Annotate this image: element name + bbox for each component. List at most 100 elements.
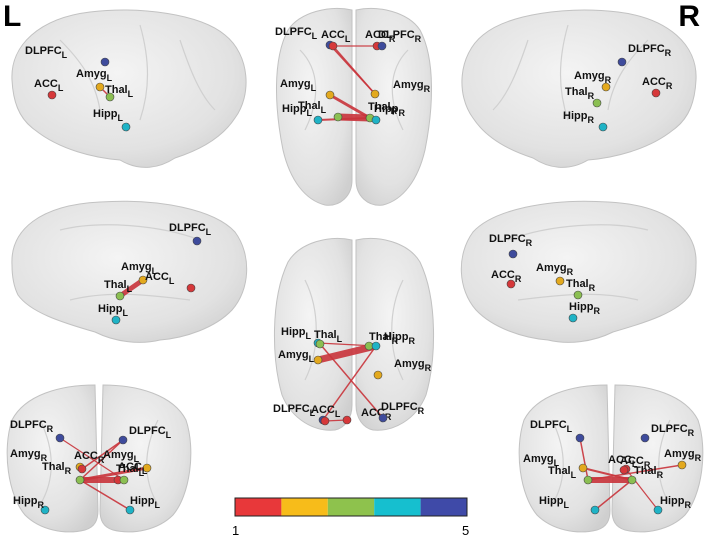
region-node-dlpfc [617, 57, 627, 67]
region-node-acc [320, 416, 330, 426]
region-label: HippL [282, 103, 312, 118]
region-node-amyg [578, 463, 588, 473]
connection-edge [117, 277, 146, 299]
region-node-hipp [590, 505, 600, 515]
sulcus-line [69, 293, 191, 301]
region-label: AmygR [10, 448, 48, 463]
region-label: HippR [660, 495, 691, 510]
region-label: DLPFCL [169, 222, 212, 237]
region-node-hipp [40, 505, 50, 515]
region-node-amyg [138, 275, 148, 285]
region-label: ThalR [565, 86, 595, 101]
region-node-dlpfc [377, 41, 387, 51]
region-node-dlpfc [192, 236, 202, 246]
sulcus-line [304, 279, 317, 381]
region-node-acc [77, 464, 87, 474]
region-node-amyg [95, 82, 105, 92]
region-label: ACCR [365, 29, 396, 44]
region-label: ACCR [620, 455, 651, 470]
region-node-thal [333, 112, 343, 122]
region-label: DLPFCR [489, 233, 533, 248]
region-node-dlpfc [508, 249, 518, 259]
sulcus-line [391, 49, 409, 131]
brain-anterior-left [518, 384, 611, 533]
region-node-acc [619, 465, 629, 475]
region-label: AmygL [76, 68, 113, 83]
connection-edge [59, 437, 125, 481]
region-label: DLPFCL [129, 425, 172, 440]
region-node-thal [75, 475, 85, 485]
region-node-thal [573, 290, 583, 300]
connection-edge [322, 345, 377, 421]
connection-edge [582, 467, 633, 481]
region-node-dlpfc [640, 433, 650, 443]
region-node-acc [328, 41, 338, 51]
region-label: AmygL [103, 449, 140, 464]
sulcus-line [59, 39, 101, 111]
region-node-amyg [373, 370, 383, 380]
region-label: ThalR [634, 465, 664, 480]
brain-posterior-right [99, 384, 192, 533]
region-node-amyg [601, 82, 611, 92]
colorbar-segment [374, 498, 421, 516]
colorbar-segment [327, 498, 375, 516]
region-label: ACCR [361, 407, 392, 422]
region-node-thal [315, 339, 325, 349]
brain-anterior-right [611, 384, 704, 533]
region-label: AmygR [574, 70, 612, 85]
brain-left-lateral [11, 9, 247, 168]
colorbar-max-label: 5 [462, 523, 470, 538]
region-label: DLPFCR [10, 419, 54, 434]
region-node-dlpfc [118, 435, 128, 445]
right-hemisphere-label: R [678, 0, 700, 33]
region-node-amyg [370, 89, 380, 99]
sulcus-line [559, 24, 569, 121]
region-label: DLPFCR [628, 43, 672, 58]
region-label: DLPFCR [381, 401, 425, 416]
region-label: ACCL [608, 454, 638, 469]
region-label: ThalL [104, 279, 133, 294]
region-label: HippR [563, 110, 594, 125]
region-node-thal [583, 475, 593, 485]
region-node-acc [186, 283, 196, 293]
region-label: AmygL [280, 78, 317, 93]
region-label: AmygL [278, 349, 315, 364]
region-node-amyg [555, 276, 565, 286]
region-label: AmygL [121, 261, 158, 276]
brain-superior-left [276, 7, 353, 206]
region-label: HippR [569, 301, 600, 316]
region-node-acc [342, 415, 352, 425]
brain-superior-right [355, 7, 432, 206]
connection-edge [319, 343, 384, 419]
colorbar-min-label: 1 [232, 523, 240, 538]
connection-edge [579, 437, 589, 481]
connection-edge [594, 479, 633, 511]
region-node-amyg [677, 460, 687, 470]
region-node-thal [105, 92, 115, 102]
sulcus-line [551, 419, 564, 506]
region-label: ThalL [298, 100, 327, 115]
region-label: ThalL [105, 84, 134, 99]
region-label: AmygR [394, 358, 432, 373]
connection-edge [587, 464, 683, 481]
left-hemisphere-label: L [3, 0, 22, 33]
region-label: ThalL [314, 329, 343, 344]
sulcus-line [658, 419, 671, 506]
region-label: DLPFCR [378, 29, 422, 44]
region-label: DLPFCL [275, 26, 318, 41]
region-node-hipp [111, 315, 121, 325]
region-label: AmygR [664, 448, 702, 463]
brain-posterior-left [6, 384, 99, 533]
region-node-thal [115, 291, 125, 301]
region-node-dlpfc [378, 413, 388, 423]
region-label: HippL [98, 303, 128, 318]
region-label: HippR [13, 495, 44, 510]
region-label: ACCL [34, 78, 64, 93]
brain-right-lateral [461, 9, 697, 168]
region-label: HippR [374, 103, 405, 118]
region-node-thal [592, 98, 602, 108]
colorbar-frame [234, 497, 468, 517]
region-node-acc [651, 88, 661, 98]
region-node-amyg [313, 355, 323, 365]
